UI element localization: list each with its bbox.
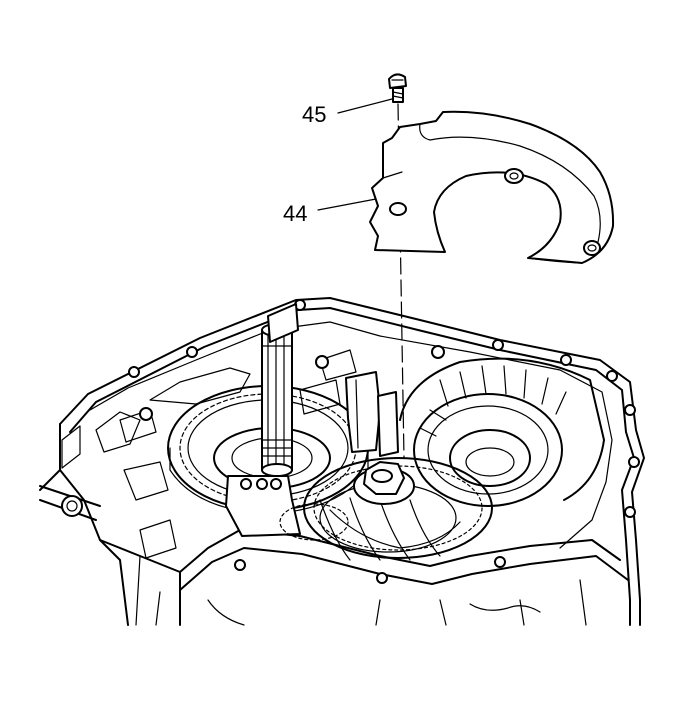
bolt-part <box>388 73 407 103</box>
bearing-bore-part <box>399 357 605 507</box>
callout-label-cover: 44 <box>283 201 307 226</box>
input-shaft-part <box>225 303 301 537</box>
callout-label-bolt: 45 <box>302 102 326 127</box>
case-internal-walls <box>299 345 445 457</box>
transaxle-case-part <box>39 297 645 626</box>
callout-leader-cover <box>317 198 377 211</box>
differential-gear-part <box>279 457 493 561</box>
cover-shield-part <box>369 110 615 264</box>
callout-leader-bolt <box>337 98 393 114</box>
